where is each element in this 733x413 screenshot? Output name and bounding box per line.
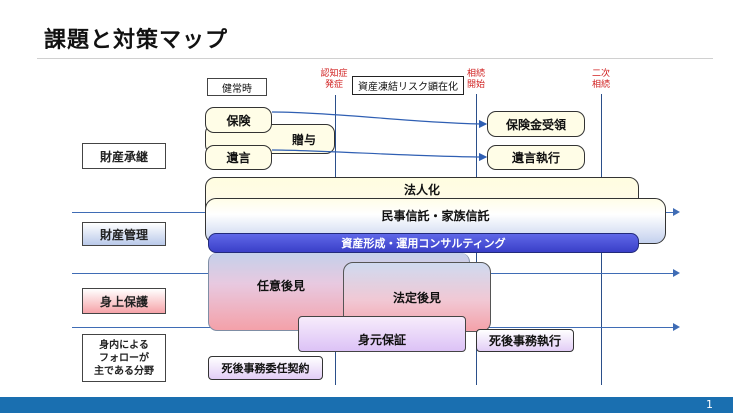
- page-title: 課題と対策マップ: [44, 28, 229, 53]
- footer-bar: 1: [0, 397, 733, 413]
- inheritance-start-milestone: 相続 開始: [466, 69, 485, 90]
- posthumous-affairs-measure: 死後事務執行: [476, 329, 574, 352]
- identity-guarantee-measure: 身元保証: [298, 316, 466, 352]
- asset-consulting-measure: 資産形成・運用コンサルティング: [208, 233, 639, 253]
- will-measure: 遺言: [205, 145, 272, 170]
- posthumous-contract-measure: 死後事務委任契約: [208, 356, 323, 380]
- healthy-period-label: 健常時: [207, 78, 267, 96]
- category-management: 財産管理: [82, 222, 166, 246]
- will-execution-measure: 遺言執行: [487, 145, 585, 170]
- page-number: 1: [706, 398, 713, 411]
- insurance-measure: 保険: [205, 107, 272, 133]
- category-personal: 身上保護: [82, 288, 166, 314]
- asset-freeze-risk-label: 資産凍結リスク顕在化: [352, 76, 464, 95]
- insurance-receipt-measure: 保険金受領: [487, 111, 585, 137]
- category-inheritance: 財産承継: [82, 143, 166, 169]
- title-divider: [37, 58, 713, 59]
- insurance-to-receipt-arrow: [271, 111, 488, 129]
- secondary-inheritance-milestone: 二次 相続: [591, 69, 610, 90]
- category-family-support: 身内による フォローが 主である分野: [82, 334, 166, 382]
- family-arrowhead: [673, 323, 680, 331]
- personal-arrowhead: [673, 269, 680, 277]
- dementia-onset-milestone: 認知症 発症: [320, 69, 348, 90]
- management-arrowhead: [673, 208, 680, 216]
